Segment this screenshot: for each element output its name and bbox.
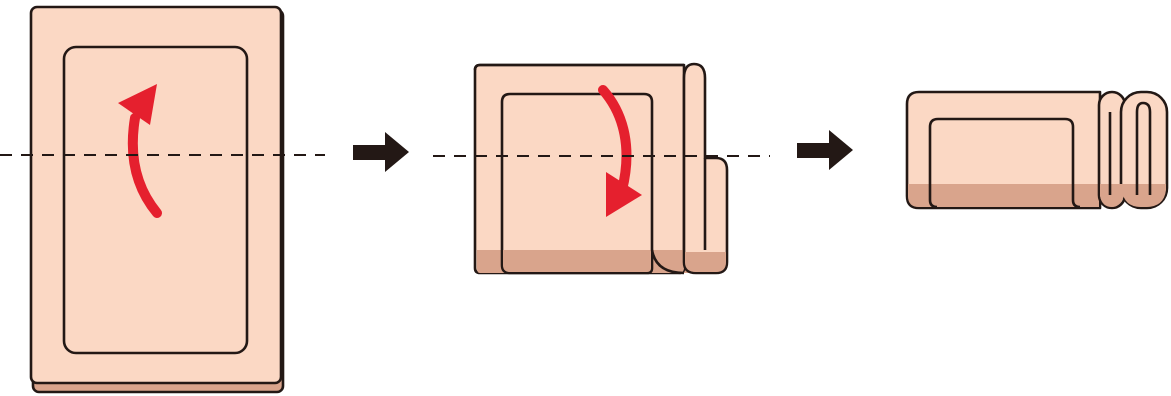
step-2-partially-folded-sheet bbox=[473, 62, 729, 275]
sheet-3-accordion-folds bbox=[1097, 90, 1169, 210]
sheet-2-rolled-shade bbox=[685, 252, 726, 272]
sheet-2-curl-line bbox=[650, 249, 685, 275]
curved-fold-arrow-icon bbox=[118, 84, 162, 218]
step-3-folded-sheet bbox=[905, 90, 1169, 210]
sheet-3-body bbox=[905, 90, 1102, 210]
right-arrow-icon bbox=[353, 132, 409, 172]
sheet-3-shade bbox=[908, 184, 1099, 207]
sheet-2-folded-layer bbox=[500, 92, 654, 275]
right-arrow-icon bbox=[797, 130, 853, 170]
step-1-unfolded-sheet bbox=[29, 5, 285, 394]
sheet-1-inner-panel bbox=[62, 45, 249, 355]
sheet-1-body bbox=[29, 5, 283, 385]
sheet-2-folded-shade bbox=[503, 250, 651, 272]
curved-fold-arrow-icon bbox=[598, 85, 642, 217]
sheet-3-inner-flap bbox=[928, 117, 1081, 209]
